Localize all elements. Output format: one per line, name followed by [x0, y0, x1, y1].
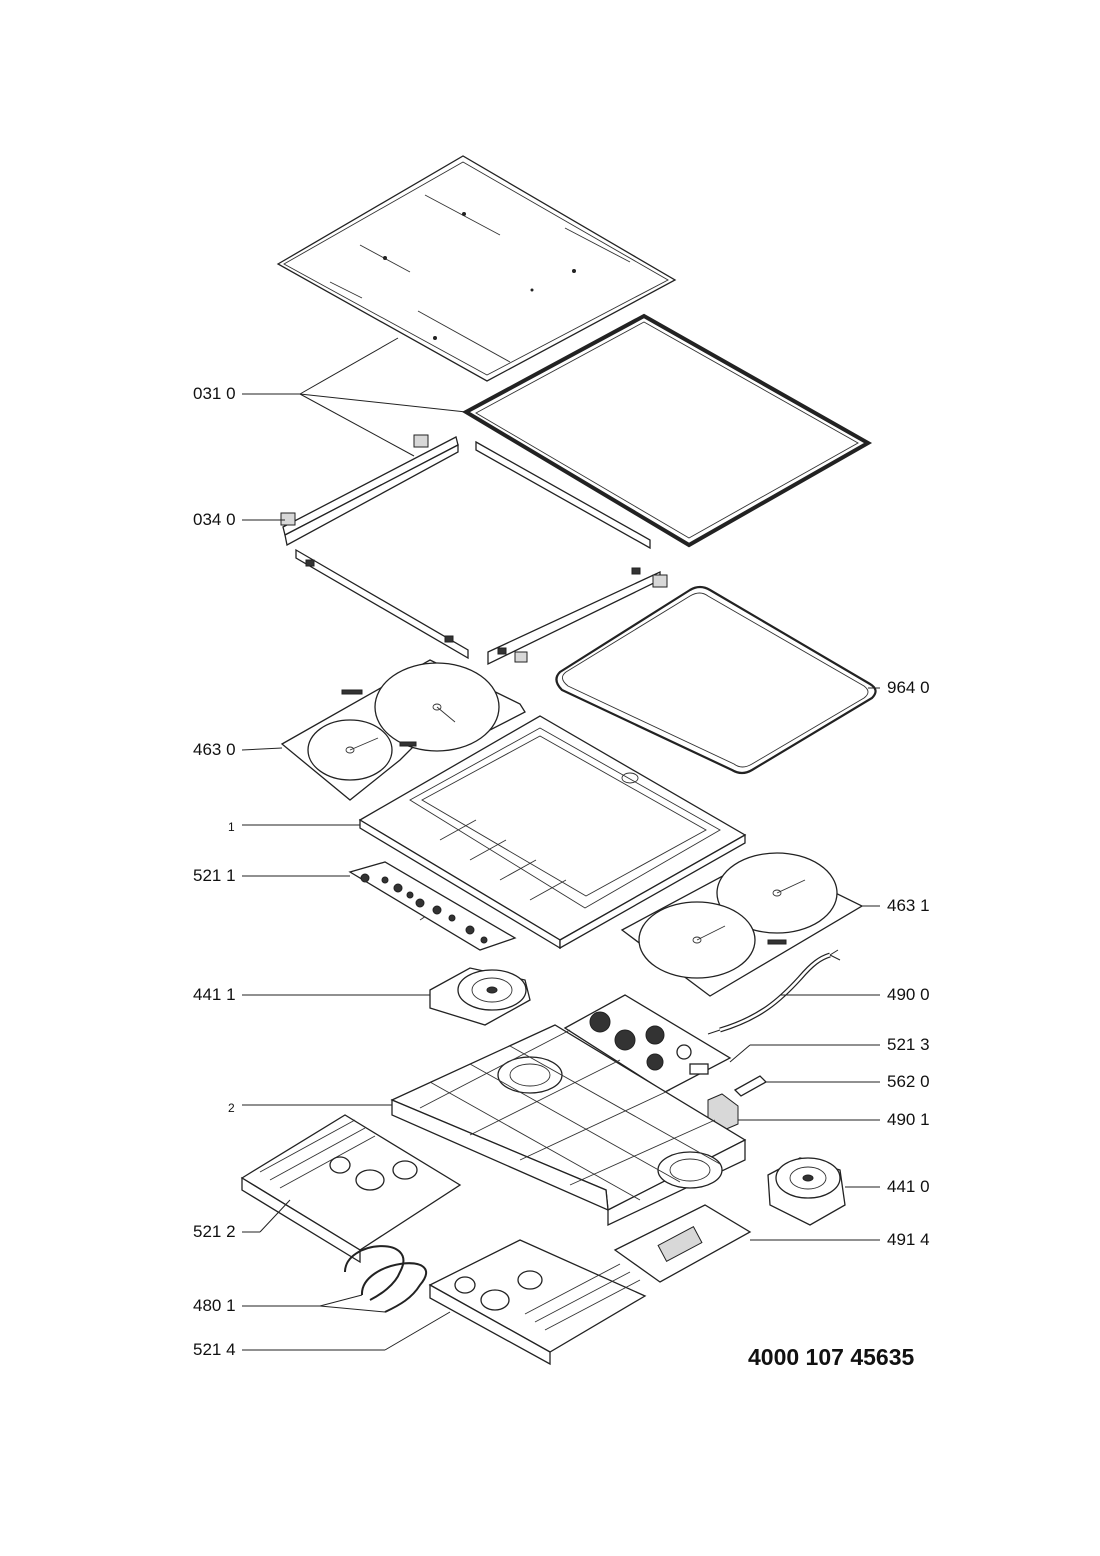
coil-plate-right: [620, 852, 864, 997]
fan-bottom: [767, 1157, 846, 1226]
bottom-tray: [390, 1024, 747, 1227]
callout-521-1: 521 1: [193, 866, 236, 885]
callout-463-0: 463 0: [193, 740, 236, 759]
coil-plate-left: [280, 659, 526, 801]
callout-034-0: 034 0: [193, 510, 236, 529]
callout-031-0: 031 0: [193, 384, 236, 403]
callout-562-0: 562 0: [887, 1072, 930, 1091]
callout-521-3: 521 3: [887, 1035, 930, 1054]
gasket-frame: [461, 313, 873, 548]
callout-1: 1: [228, 820, 235, 834]
power-board-left: [240, 1114, 462, 1264]
callout-480-1: 480 1: [193, 1296, 236, 1315]
power-board-right: [563, 994, 732, 1093]
leader-lines: [241, 337, 880, 1351]
callout-491-4: 491 4: [887, 1230, 930, 1249]
glass-top-plate: [276, 155, 677, 382]
callout-964-0: 964 0: [887, 678, 930, 697]
callout-490-0: 490 0: [887, 985, 930, 1004]
filter-board: [613, 1204, 752, 1283]
part-number: 4000 107 45635: [748, 1344, 915, 1370]
housing-frame: [358, 715, 747, 950]
callout-521-2: 521 2: [193, 1222, 236, 1241]
mains-cable: [707, 949, 841, 1035]
callout-521-4: 521 4: [193, 1340, 236, 1359]
callout-441-1: 441 1: [193, 985, 236, 1004]
fan-top: [429, 967, 531, 1026]
seal-ring: [555, 585, 877, 775]
callout-463-1: 463 1: [887, 896, 930, 915]
control-board-top: [348, 861, 517, 951]
callout-2: 2: [228, 1101, 235, 1115]
callout-490-1: 490 1: [887, 1110, 930, 1129]
fuse: [733, 1075, 768, 1097]
power-board-bottom: [428, 1239, 647, 1366]
callout-441-0: 441 0: [887, 1177, 930, 1196]
side-rails: [280, 434, 668, 666]
wire-harness: [344, 1245, 428, 1313]
